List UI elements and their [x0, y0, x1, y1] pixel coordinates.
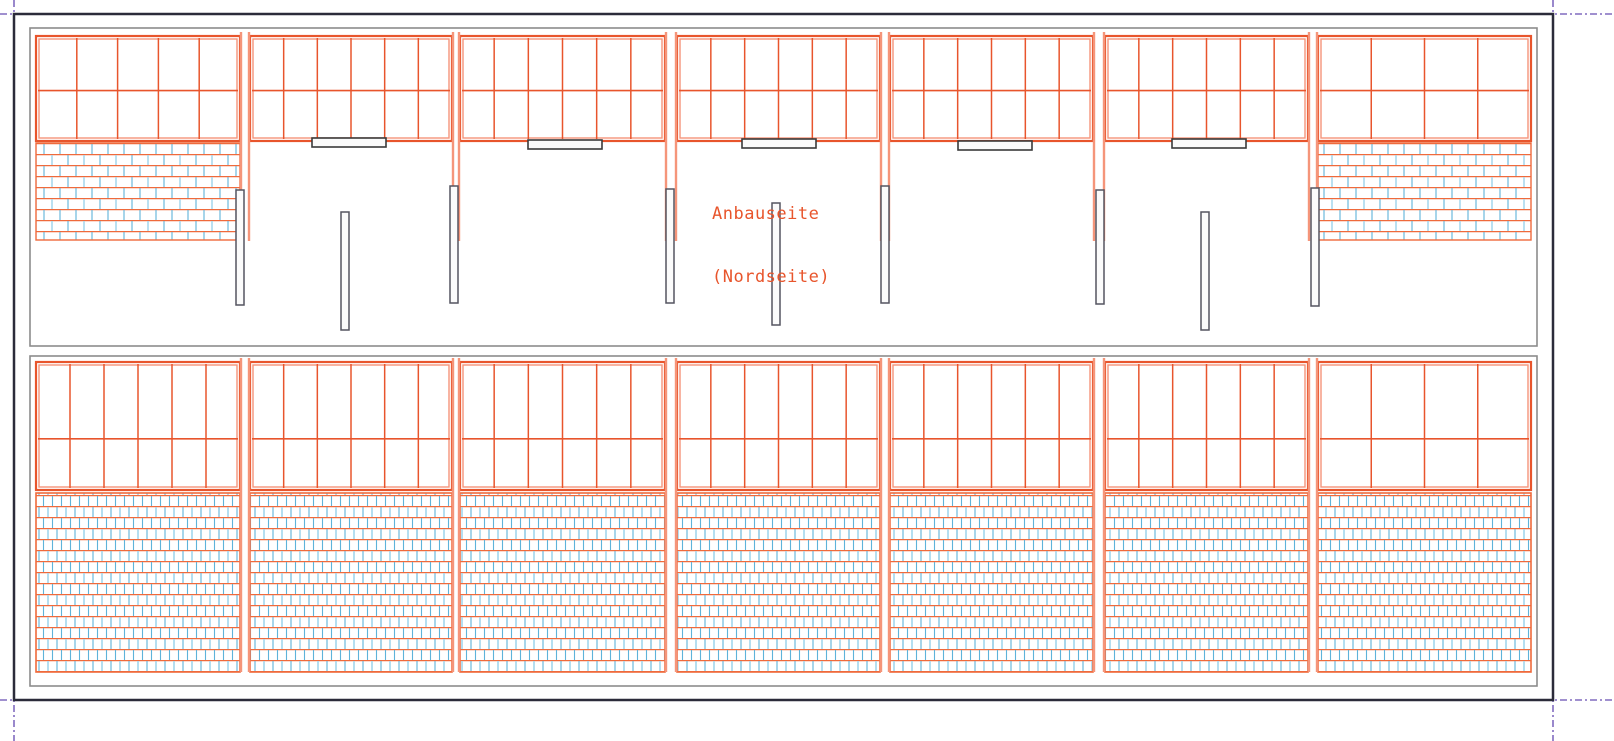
- structural-columns: [235, 185, 1320, 331]
- structural-column-2: [449, 185, 459, 304]
- brick-panel-lower-0: [35, 492, 241, 673]
- window-sill-0: [311, 137, 387, 148]
- brick-hatch-panels: [35, 142, 1532, 673]
- structural-column-7: [1200, 211, 1210, 331]
- window-sill-1: [527, 139, 603, 150]
- brick-panel-upper-0: [35, 142, 241, 241]
- window-sill-elements: [311, 137, 1247, 151]
- structural-column-1: [340, 211, 350, 331]
- window-sill-3: [957, 140, 1033, 151]
- structural-column-8: [1310, 187, 1320, 307]
- brick-panel-upper-1: [1317, 142, 1532, 241]
- brick-panel-lower-3: [676, 492, 881, 673]
- brick-panel-lower-2: [459, 492, 666, 673]
- brick-panel-lower-6: [1317, 492, 1532, 673]
- structural-column-5: [880, 185, 890, 304]
- brick-panel-lower-1: [249, 492, 453, 673]
- structural-column-0: [235, 189, 245, 306]
- structural-column-6: [1095, 189, 1105, 305]
- window-sill-2: [741, 138, 817, 149]
- building-outline: [12, 12, 1555, 702]
- upper-bay-inset-0: [38, 38, 238, 139]
- brick-panel-lower-5: [1104, 492, 1309, 673]
- brick-panel-lower-4: [889, 492, 1094, 673]
- structural-column-4: [771, 202, 781, 326]
- building-outline-rect: [12, 12, 1555, 702]
- structural-column-3: [665, 188, 675, 304]
- window-sill-4: [1171, 138, 1247, 149]
- window-bay-grids: [34, 32, 1533, 672]
- upper-bay-frame-0: [34, 34, 242, 143]
